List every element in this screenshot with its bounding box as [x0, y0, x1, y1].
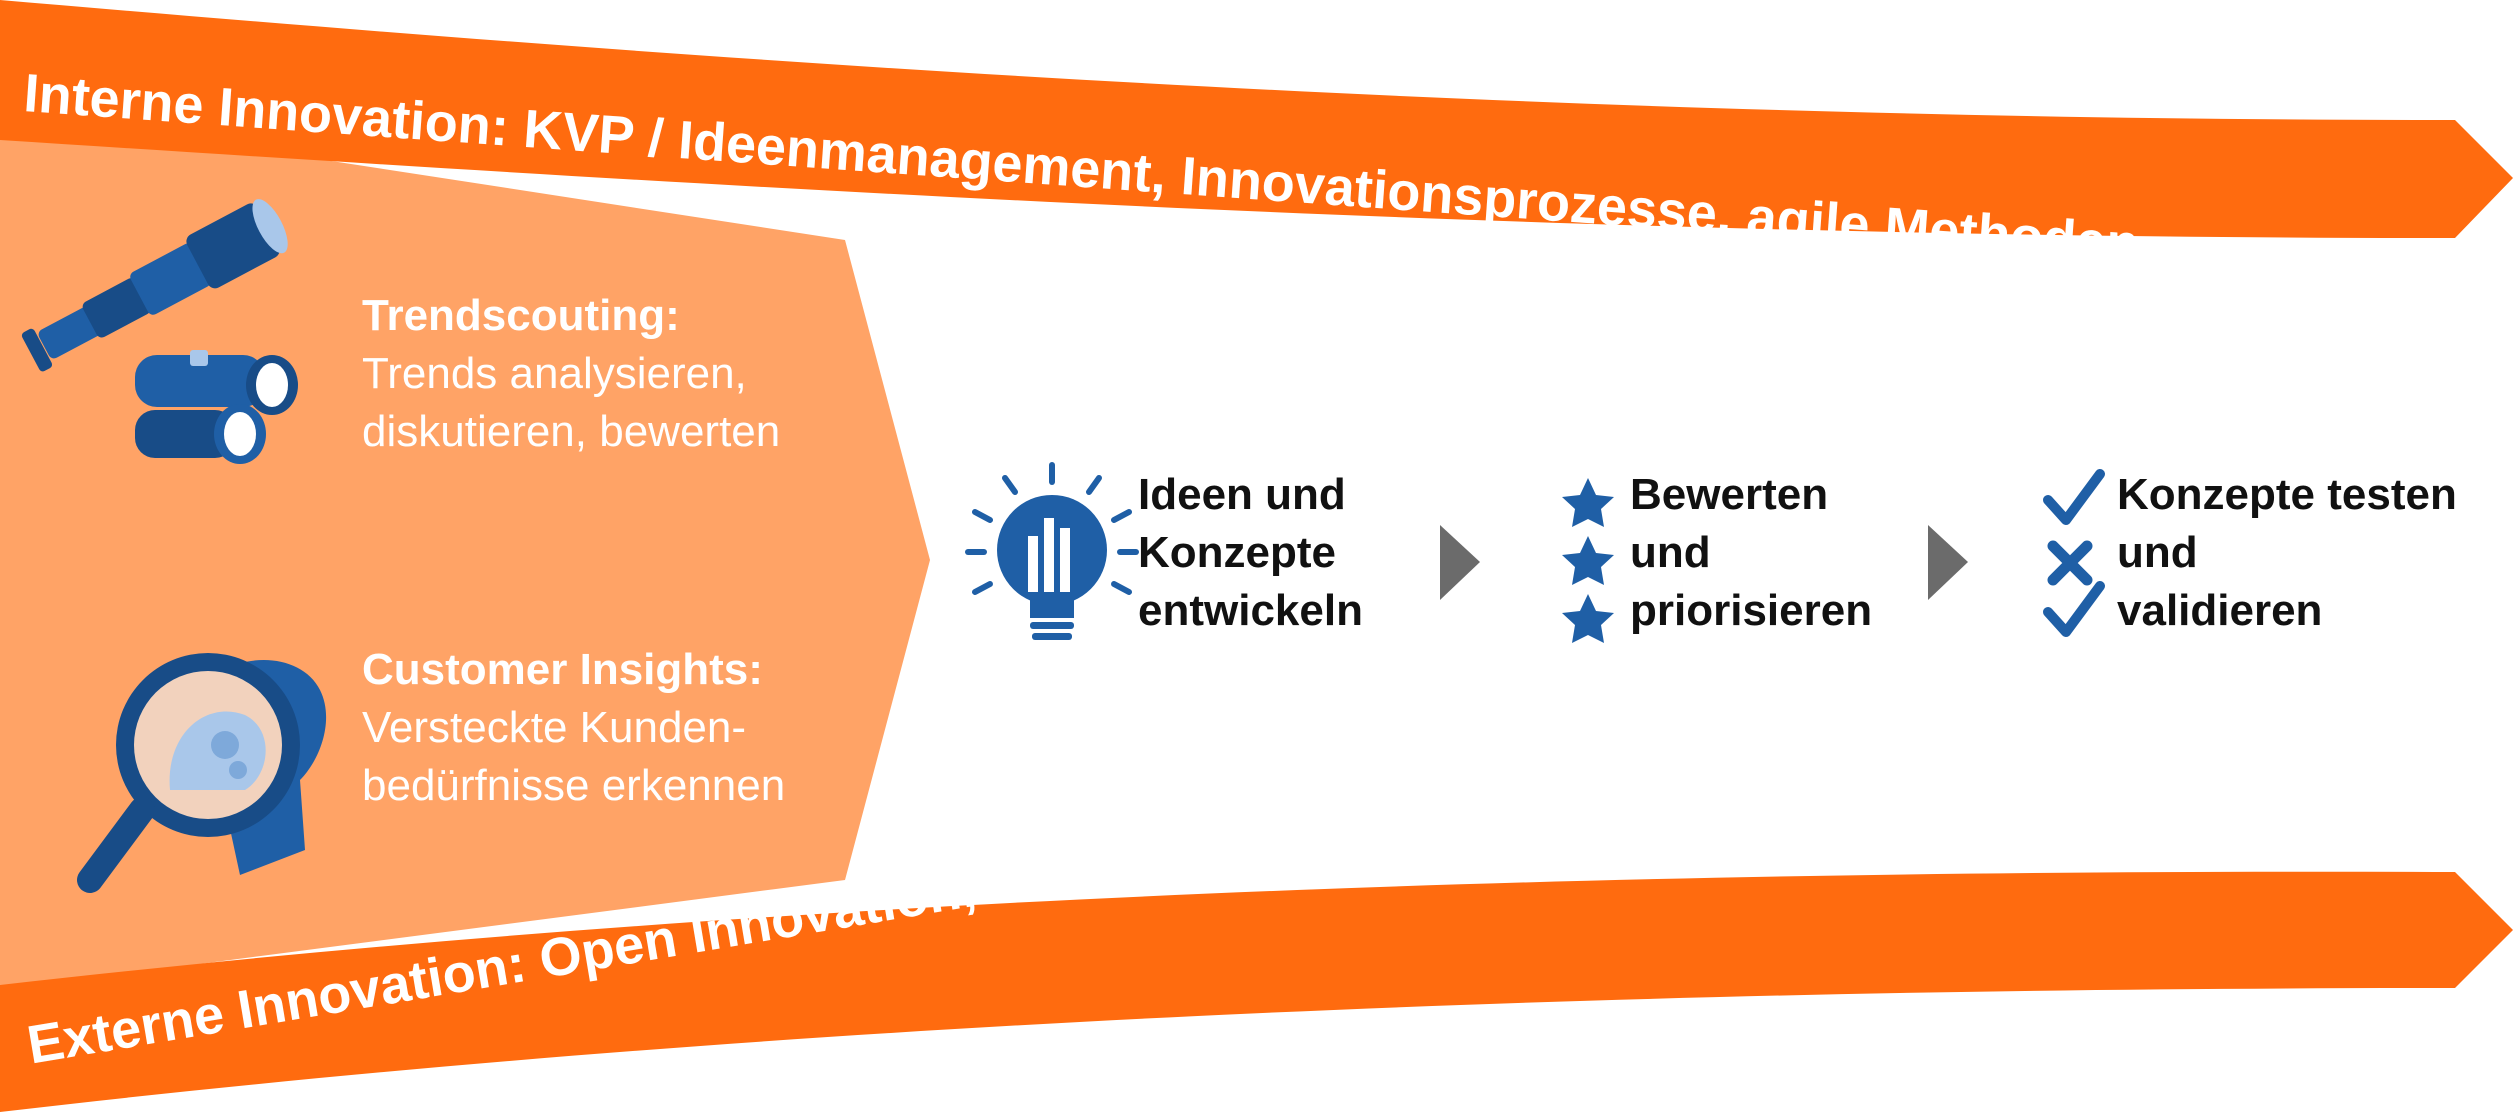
bottom-band [0, 871, 2513, 1112]
arrow-right-icon [1440, 525, 1480, 600]
binoculars-icon [135, 350, 298, 464]
trendscouting-line-2: diskutieren, bewerten [362, 407, 781, 456]
star-icon [1562, 478, 1614, 527]
step-1-line-3: entwickeln [1138, 586, 1363, 635]
step-3-line-3: validieren [2117, 586, 2323, 635]
telescope-icon [21, 199, 288, 372]
cross-icon [2047, 540, 2093, 586]
check-icon [2043, 581, 2105, 637]
star-icon [1562, 536, 1614, 585]
check-icon [2043, 469, 2105, 525]
funnel-shape [0, 110, 930, 990]
star-icon [1562, 594, 1614, 643]
step-2-line-1: Bewerten [1630, 470, 1829, 519]
trendscouting-title: Trendscouting: [362, 291, 680, 340]
customer-insights-line-2: bedürfnisse erkennen [362, 761, 786, 810]
step-2-line-3: priorisieren [1630, 586, 1873, 635]
step-3-line-1: Konzepte testen [2117, 470, 2457, 519]
step-3-line-2: und [2117, 528, 2198, 577]
magnifier-head-icon [77, 653, 327, 893]
step-2-line-2: und [1630, 528, 1711, 577]
customer-insights-line-1: Versteckte Kunden- [362, 703, 747, 752]
step-1-line-2: Konzepte [1138, 528, 1336, 577]
lightbulb-icon [965, 462, 1139, 640]
customer-insights-title: Customer Insights: [362, 645, 763, 694]
arrow-right-icon [1928, 525, 1968, 600]
top-band [0, 0, 2513, 238]
trendscouting-line-1: Trends analysieren, [362, 349, 747, 398]
step-1-line-1: Ideen und [1138, 470, 1346, 519]
